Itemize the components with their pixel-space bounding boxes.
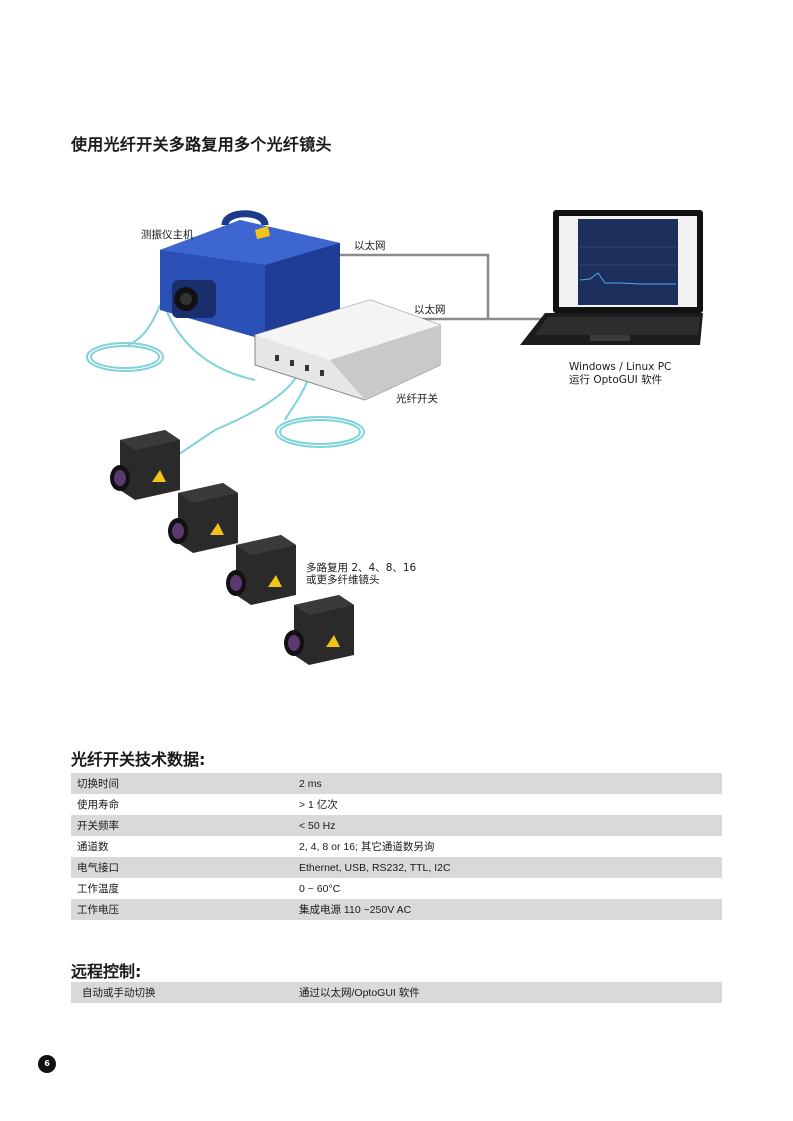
spec-value: 2, 4, 8 or 16; 其它通道数另询 [299, 841, 435, 853]
spec-value: < 50 Hz [293, 815, 722, 836]
spec-table: 切换时间 2 ms 使用寿命 > 1 亿次 开关频率 < 50 Hz 通道数 2… [71, 773, 722, 920]
pc-label-line2: 运行 OptoGUI 软件 [569, 374, 663, 386]
table-row: 通道数 2, 4, 8 or 16; 其它通道数另询 [71, 836, 722, 857]
remote-section-title: 远程控制: [71, 962, 142, 981]
spec-section-title: 光纤开关技术数据: [71, 750, 206, 769]
spec-value: > 1 亿次 [299, 799, 338, 811]
spec-value: 0 ~ 60°C [299, 882, 341, 895]
table-row: 使用寿命 > 1 亿次 [71, 794, 722, 815]
fiber-head-4 [284, 595, 354, 665]
page-number: 6 [38, 1055, 56, 1073]
spec-key: 使用寿命 [77, 799, 119, 811]
switch-label: 光纤开关 [396, 393, 438, 405]
table-row: 工作温度 0 ~ 60°C [71, 878, 722, 899]
spec-key: 通道数 [77, 841, 109, 853]
remote-table: 自动或手动切换 通过以太网/OptoGUI 软件 [71, 982, 722, 1003]
vibrometer-label: 测振仪主机 [141, 229, 194, 241]
pc-label-line1: Windows / Linux PC [569, 361, 672, 373]
fiber-switch-box [254, 299, 441, 401]
page-title: 使用光纤开关多路复用多个光纤镜头 [71, 135, 332, 154]
laptop-pc [520, 210, 703, 345]
remote-value: 通过以太网/OptoGUI 软件 [293, 982, 722, 1003]
fiber-head-3 [226, 535, 296, 605]
spec-key: 切换时间 [71, 773, 293, 794]
remote-key: 自动或手动切换 [71, 982, 293, 1003]
spec-value: 2 ms [293, 773, 722, 794]
fiber-head-2 [168, 483, 238, 553]
table-row: 切换时间 2 ms [71, 773, 722, 794]
spec-key: 电气接口 [71, 857, 293, 878]
spec-value: Ethernet, USB, RS232, TTL, I2C [293, 857, 722, 878]
table-row: 电气接口 Ethernet, USB, RS232, TTL, I2C [71, 857, 722, 878]
ethernet-label-top: 以太网 [354, 240, 386, 252]
spec-value: 集成电源 110 ~250V AC [293, 899, 722, 920]
table-row: 自动或手动切换 通过以太网/OptoGUI 软件 [71, 982, 722, 1003]
spec-key: 开关频率 [71, 815, 293, 836]
table-row: 开关频率 < 50 Hz [71, 815, 722, 836]
spec-key: 工作温度 [77, 883, 119, 895]
multiplex-label-line1: 多路复用 2、4、8、16 [306, 562, 417, 574]
fiber-head-1 [110, 430, 180, 500]
fiber-cables [86, 304, 365, 458]
multiplex-label-line2: 或更多纤维镜头 [306, 574, 380, 586]
ethernet-label-mid: 以太网 [414, 304, 446, 316]
system-diagram: 测振仪主机 以太网 以太网 Windows / Linux PC 运行 Opto… [0, 195, 793, 715]
spec-key: 工作电压 [71, 899, 293, 920]
table-row: 工作电压 集成电源 110 ~250V AC [71, 899, 722, 920]
